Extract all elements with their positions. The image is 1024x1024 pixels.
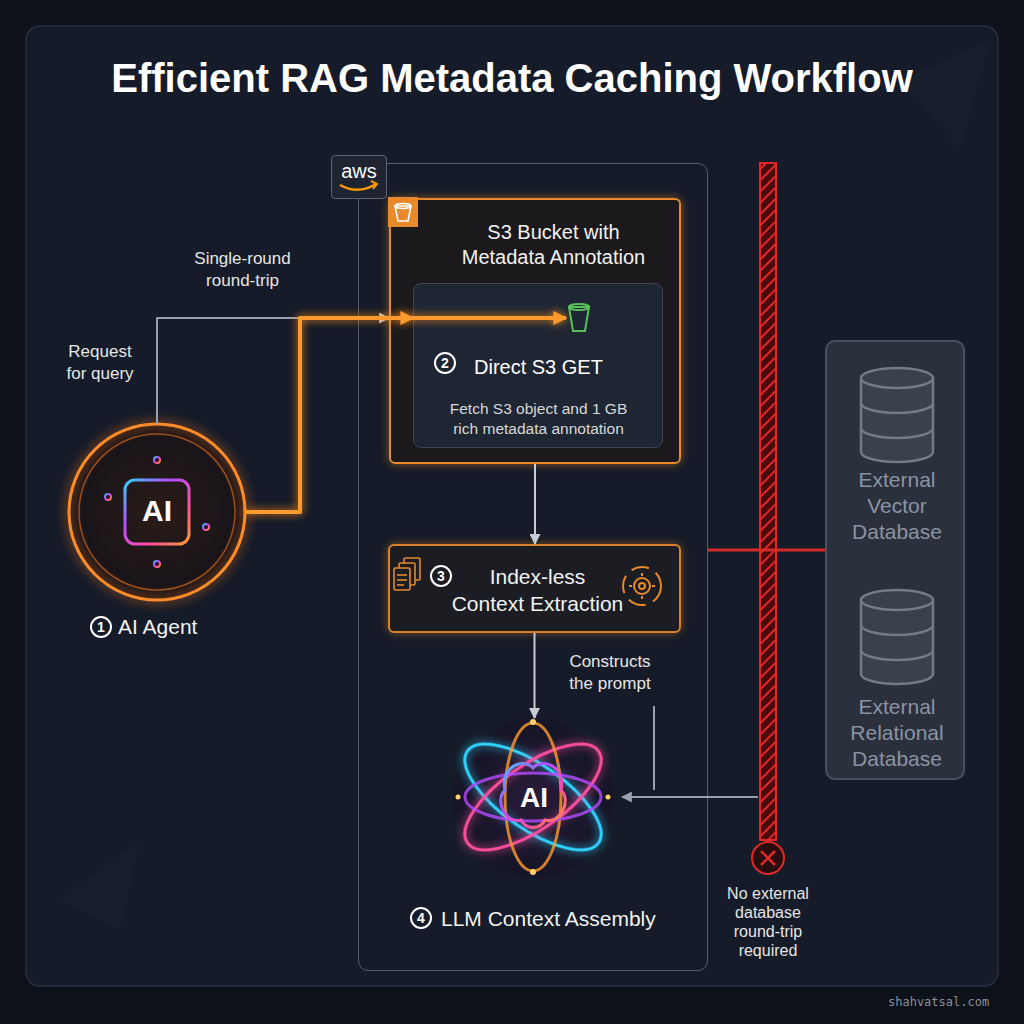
documents-icon bbox=[394, 558, 420, 590]
llm-circle: AILLM Context Assembly bbox=[454, 718, 614, 878]
box-heading: Index-less Context Extraction bbox=[430, 563, 645, 617]
cloud-logo: aws bbox=[331, 155, 387, 199]
brain-outline bbox=[501, 764, 566, 828]
leader-line bbox=[653, 706, 655, 790]
fetch-connector bbox=[245, 318, 413, 512]
flow-arrow bbox=[534, 633, 536, 718]
node-label: AI Agent bbox=[118, 614, 248, 640]
process-box: Direct S3 GET Fetch S3 object and 1 GB ri… bbox=[413, 283, 663, 448]
diagram-title: Efficient RAG Metadata Caching Workflow bbox=[0, 54, 1024, 102]
chip-outline bbox=[125, 480, 189, 544]
chip-pins bbox=[105, 457, 209, 567]
aws-smile bbox=[340, 184, 376, 190]
cloud-container: awsS3 Bucket with Metadata AnnotationDir… bbox=[358, 163, 708, 971]
box-heading: S3 Bucket with Metadata Annotation bbox=[446, 220, 661, 270]
external-group: External Vector DatabaseExternal Relatio… bbox=[825, 340, 965, 780]
aws-smile bbox=[371, 181, 377, 189]
return-arrow bbox=[622, 796, 758, 798]
request-connector bbox=[157, 318, 389, 424]
fetch-line bbox=[410, 316, 566, 320]
storage-box: S3 Bucket with Metadata AnnotationDirect… bbox=[389, 198, 681, 464]
bucket-icon bbox=[395, 206, 411, 221]
agent-ring bbox=[79, 434, 235, 590]
bucket-icon bbox=[395, 204, 411, 209]
bucket-icon bbox=[569, 304, 589, 310]
callout-number: 4 bbox=[410, 907, 432, 929]
edge-label: Constructs the prompt bbox=[560, 651, 660, 695]
note-text: No external database round-trip required bbox=[712, 884, 824, 960]
barrier bbox=[760, 163, 776, 840]
box-body: Fetch S3 object and 1 GB rich metadata a… bbox=[441, 399, 636, 439]
brain-text: AI bbox=[454, 781, 614, 815]
database-icon bbox=[861, 590, 933, 684]
gear-icon bbox=[623, 567, 661, 605]
edge-label: Single-round round-trip bbox=[180, 248, 305, 292]
database-icon bbox=[861, 368, 933, 462]
blocked-link bbox=[708, 549, 825, 552]
bucket-icon bbox=[569, 307, 589, 331]
edge-label: Request for query bbox=[60, 341, 140, 385]
flow-arrow bbox=[534, 464, 536, 544]
database-label: External Relational Database bbox=[832, 694, 962, 772]
box-heading: Direct S3 GET bbox=[474, 355, 654, 379]
node-label: LLM Context Assembly bbox=[441, 906, 711, 932]
orbit-dots bbox=[456, 719, 611, 875]
brain-orbits bbox=[449, 723, 617, 871]
database-label: External Vector Database bbox=[832, 467, 962, 545]
blocked-icon bbox=[752, 842, 784, 874]
watermark: shahvatsal.com bbox=[888, 995, 998, 1010]
outer-frame bbox=[26, 26, 998, 986]
chip-text: AI bbox=[69, 492, 245, 529]
s3-badge bbox=[388, 197, 418, 227]
callout-number: 1 bbox=[90, 616, 112, 638]
backdrop-shard bbox=[60, 840, 140, 930]
agent-circle: AIAI Agent bbox=[69, 424, 245, 600]
agent-ring bbox=[69, 424, 245, 600]
backdrop-shard bbox=[900, 40, 990, 150]
blocked-icon bbox=[761, 851, 775, 865]
process-box: Index-less Context Extraction bbox=[388, 544, 681, 633]
blocked-icon bbox=[761, 851, 775, 865]
